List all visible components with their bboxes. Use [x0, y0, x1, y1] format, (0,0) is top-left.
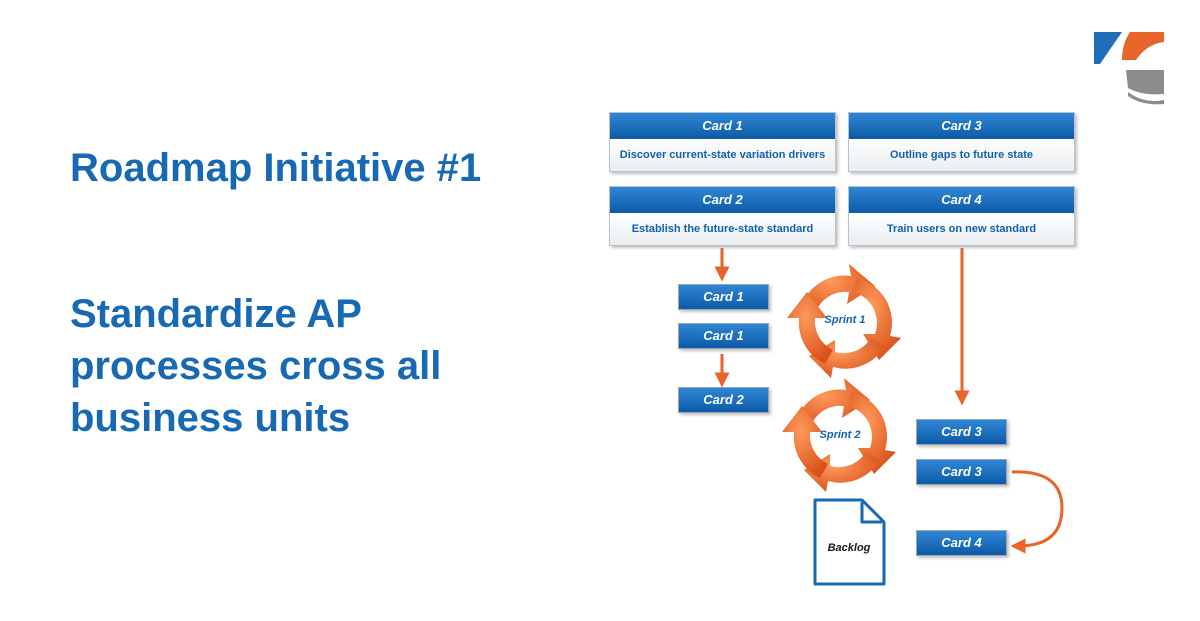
backlog-document-icon — [813, 498, 886, 586]
card-header: Card 4 — [849, 187, 1074, 213]
grid-card-4: Card 4 Train users on new standard — [848, 186, 1075, 246]
card-description: Train users on new standard — [849, 213, 1074, 245]
backlog-label: Backlog — [827, 542, 871, 554]
sprint-2-label: Sprint 2 — [819, 429, 861, 441]
sprint2-card: Card 3 — [916, 419, 1007, 445]
sprint2-card: Card 4 — [916, 530, 1007, 556]
sprint1-card: Card 1 — [678, 323, 769, 349]
sprint2-card: Card 3 — [916, 459, 1007, 485]
sprint-1-cycle — [787, 264, 901, 378]
sprint-1-label: Sprint 1 — [824, 314, 866, 326]
grid-card-3: Card 3 Outline gaps to future state — [848, 112, 1075, 172]
card-header: Card 3 — [849, 113, 1074, 139]
page-title: Roadmap Initiative #1 — [70, 146, 482, 190]
card-header: Card 1 — [610, 113, 835, 139]
card-header: Card 2 — [610, 187, 835, 213]
company-logo — [1094, 32, 1164, 105]
grid-card-1: Card 1 Discover current-state variation … — [609, 112, 836, 172]
card-description: Outline gaps to future state — [849, 139, 1074, 171]
sprint1-card: Card 2 — [678, 387, 769, 413]
grid-card-2: Card 2 Establish the future-state standa… — [609, 186, 836, 246]
sprint-2-cycle — [782, 378, 896, 492]
card-description: Discover current-state variation drivers — [610, 139, 835, 171]
flow-arrow-curved — [1010, 470, 1064, 554]
page-subtitle: Standardize AP processes cross all busin… — [70, 292, 442, 440]
card-description: Establish the future-state standard — [610, 213, 835, 245]
sprint1-card: Card 1 — [678, 284, 769, 310]
